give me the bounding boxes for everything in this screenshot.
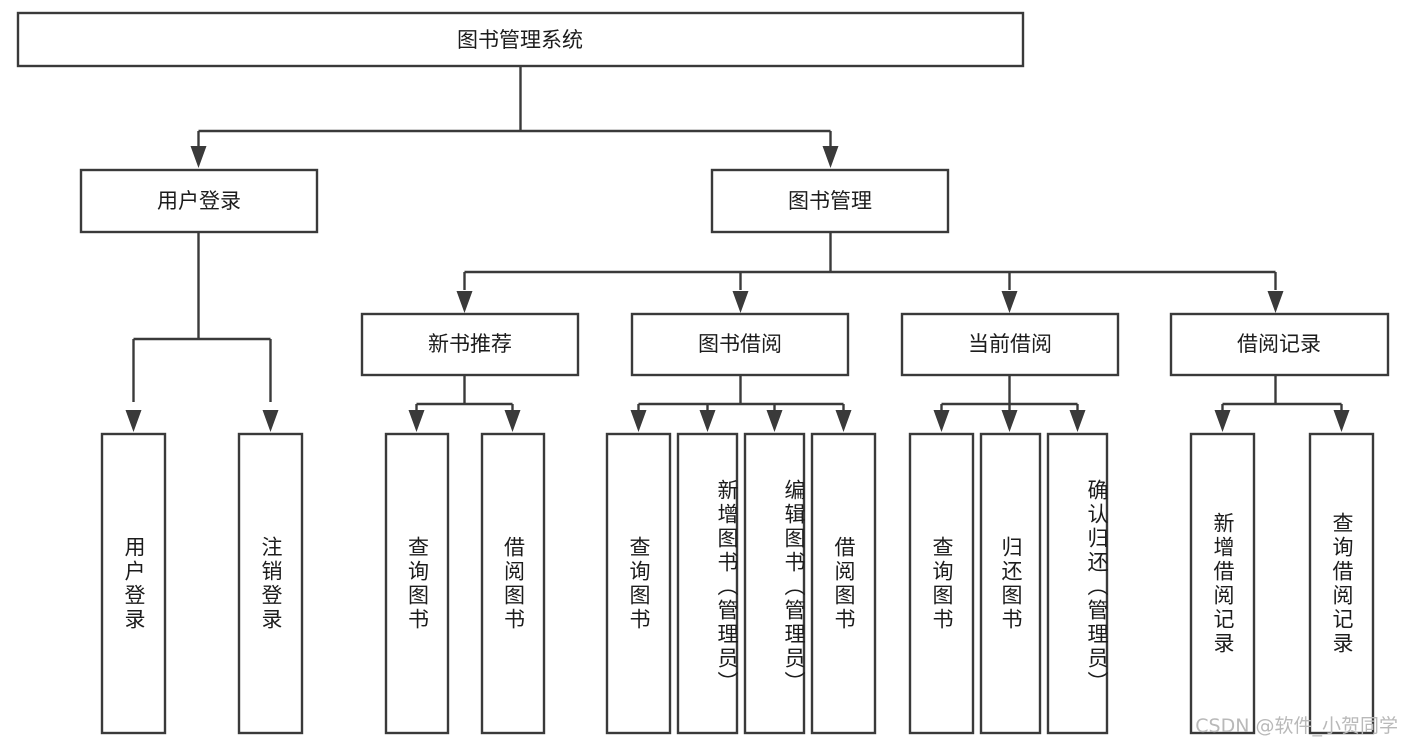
arrow-book-borrow (732, 291, 749, 313)
node-new-book-recommend[interactable]: 新书推荐 (360, 312, 580, 377)
leaf-box-borrow-record-2[interactable] (1308, 432, 1375, 735)
arrow-cb-leaf1 (933, 410, 950, 432)
leaf-box-book-borrow-3[interactable] (743, 432, 806, 735)
node-new-book-recommend-label: 新书推荐 (428, 332, 512, 356)
leaf-box-current-borrow-2[interactable] (979, 432, 1042, 735)
arrow-br-leaf1 (1214, 410, 1231, 432)
node-borrow-record-box[interactable] (1169, 312, 1390, 377)
arrow-bb-leaf1 (630, 410, 647, 432)
arrow-new-book (456, 291, 473, 313)
node-book-manage-label: 图书管理 (788, 189, 872, 213)
arrow-ul-leaf1 (125, 410, 142, 432)
arrow-nb-leaf1 (408, 410, 425, 432)
leaf-box-current-borrow-1[interactable] (908, 432, 975, 735)
edges-layer (125, 66, 1350, 432)
leaf-box-new-book-1[interactable] (384, 432, 450, 735)
arrow-nb-leaf2 (504, 410, 521, 432)
leaf-box-new-book-2[interactable] (480, 432, 546, 735)
node-book-borrow[interactable]: 图书借阅 (630, 312, 850, 377)
node-root-box[interactable] (16, 11, 1025, 68)
arrow-br-leaf2 (1333, 410, 1350, 432)
leaf-box-book-borrow-4[interactable] (810, 432, 877, 735)
arrow-cb-leaf3 (1069, 410, 1086, 432)
arrow-book-manage (822, 146, 839, 168)
arrow-user-login (190, 146, 207, 168)
node-user-login-label: 用户登录 (157, 189, 241, 213)
leaf-box-borrow-record-1[interactable] (1189, 432, 1256, 735)
node-current-borrow-box[interactable] (900, 312, 1120, 377)
arrow-current-borrow (1001, 291, 1018, 313)
node-book-manage-box[interactable] (710, 168, 950, 234)
node-root-label: 图书管理系统 (457, 28, 583, 52)
node-current-borrow[interactable]: 当前借阅 (900, 312, 1120, 377)
node-user-login-box[interactable] (79, 168, 319, 234)
node-book-borrow-box[interactable] (630, 312, 850, 377)
nodes-layer: 图书管理系统 用户登录 图书管理 新书推荐 图书借阅 当前 (16, 11, 1390, 735)
node-current-borrow-label: 当前借阅 (968, 332, 1052, 356)
leaf-box-book-borrow-2[interactable] (676, 432, 739, 735)
node-root[interactable]: 图书管理系统 (16, 11, 1025, 68)
arrow-cb-leaf2 (1001, 410, 1018, 432)
leaf-box-book-borrow-1[interactable] (605, 432, 672, 735)
leaf-box-current-borrow-3[interactable] (1046, 432, 1109, 735)
leaf-box-user-login-2[interactable] (237, 432, 304, 735)
node-book-borrow-label: 图书借阅 (698, 332, 782, 356)
watermark-label: CSDN @软件_小贺同学 (1195, 715, 1398, 737)
leaf-box-user-login-1[interactable] (100, 432, 167, 735)
arrow-borrow-record (1267, 291, 1284, 313)
node-borrow-record-label: 借阅记录 (1237, 332, 1321, 356)
arrow-bb-leaf3 (766, 410, 783, 432)
arrow-bb-leaf4 (835, 410, 852, 432)
node-new-book-recommend-box[interactable] (360, 312, 580, 377)
arrow-bb-leaf2 (699, 410, 716, 432)
node-book-manage[interactable]: 图书管理 (710, 168, 950, 234)
node-borrow-record[interactable]: 借阅记录 (1169, 312, 1390, 377)
node-user-login[interactable]: 用户登录 (79, 168, 319, 234)
arrow-ul-leaf2 (262, 410, 279, 432)
